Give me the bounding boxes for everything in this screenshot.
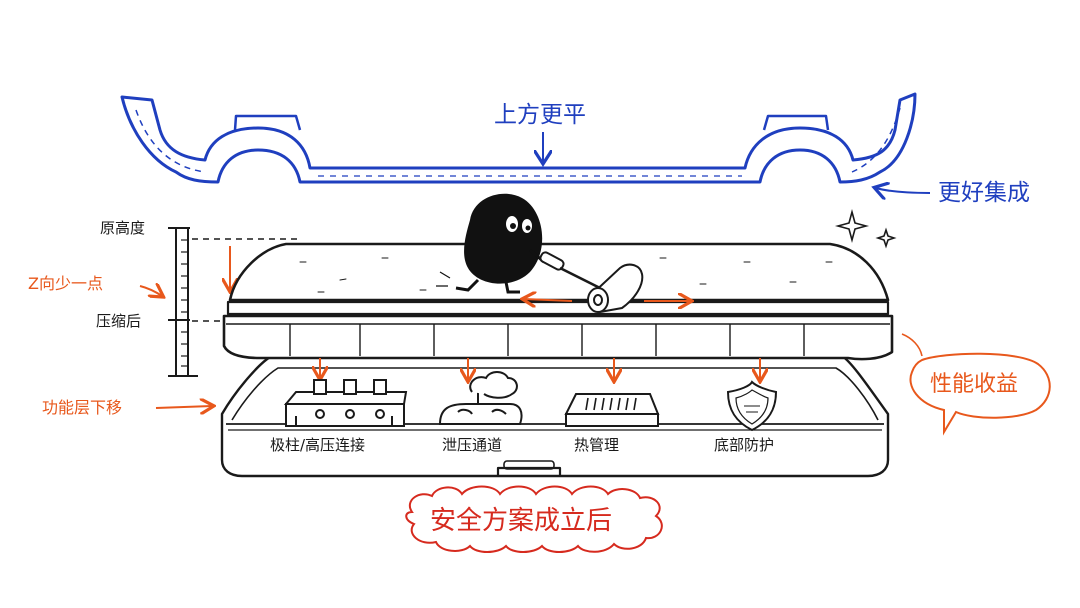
performance-gain-bubble — [909, 352, 1051, 436]
z-less-arrow — [139, 286, 162, 296]
blob-character-icon — [436, 193, 545, 294]
function-layer-arrow — [155, 406, 212, 408]
better-integration-arrow — [876, 188, 931, 193]
better-integration-label: 更好集成 — [938, 180, 1030, 206]
vent-steam-icon — [438, 371, 523, 425]
battery-lid — [222, 242, 894, 361]
module-label-thermal: 热管理 — [574, 436, 620, 454]
paint-roller-icon — [539, 251, 644, 314]
function-layer-down-label: 功能层下移 — [42, 398, 123, 417]
after-compress-label: 压缩后 — [96, 312, 142, 330]
top-flatter-label: 上方更平 — [494, 102, 586, 128]
module-label-bottom-protection: 底部防护 — [714, 436, 775, 454]
after-safety-label: 安全方案成立后 — [430, 506, 613, 536]
sparkle-icon — [834, 208, 897, 249]
roll-left-arrow — [524, 299, 573, 301]
module-label-terminal: 极柱/高压连接 — [270, 436, 366, 454]
module-down-arrows — [320, 358, 760, 380]
module-label-vent: 泄压通道 — [442, 436, 503, 454]
height-ruler — [168, 227, 300, 377]
performance-gain-label: 性能收益 — [930, 372, 1019, 397]
terminal-block-icon — [283, 379, 408, 427]
original-height-label: 原高度 — [100, 219, 146, 237]
vehicle-floor-outline — [120, 92, 917, 184]
cooling-plate-icon — [564, 393, 660, 427]
safety-cloud-bubble — [405, 485, 663, 553]
battery-tray — [220, 354, 890, 478]
shield-icon — [726, 380, 778, 432]
performance-gain-accent — [901, 333, 923, 357]
z-less-label: Z向少一点 — [28, 274, 103, 293]
